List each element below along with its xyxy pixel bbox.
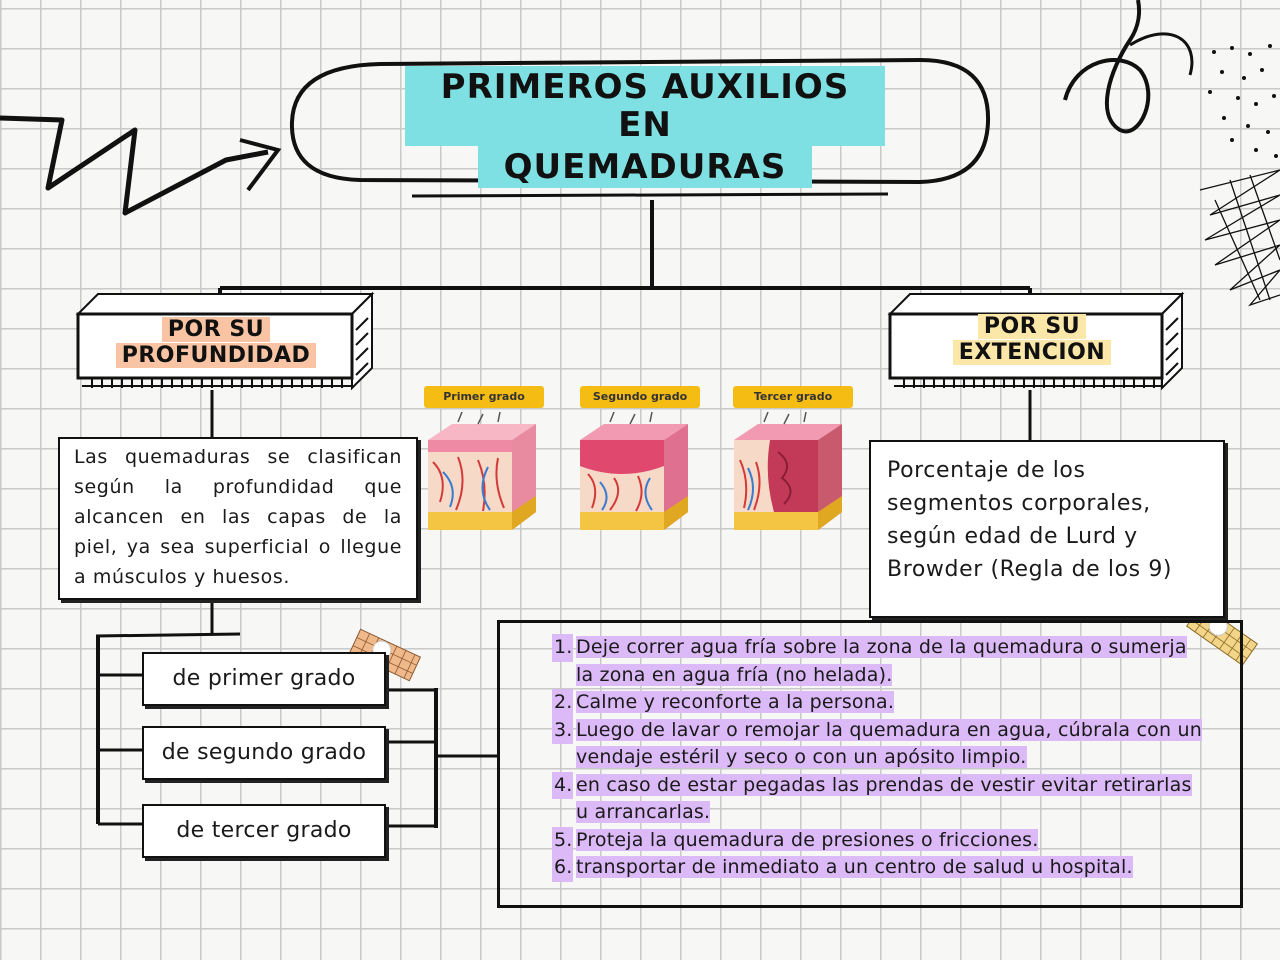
extent-description: Porcentaje de los segmentos corporales, … [869,440,1225,618]
first-aid-steps-list: 1.Deje correr agua fría sobre la zona de… [552,634,1208,882]
step-item: 1.Deje correr agua fría sobre la zona de… [552,634,1208,689]
page-title: PRIMEROS AUXILIOS EN QUEMADURAS [405,66,885,188]
extent-header: POR SU EXTENCION [892,314,1172,366]
step-item: 6.transportar de inmediato a un centro d… [552,854,1208,882]
step-number: 2. [552,689,573,717]
step-number: 5. [552,826,573,854]
grade-first: de primer grado [142,652,386,706]
title-underline [411,192,889,198]
step-item: 5.Proteja la quemadura de presiones o fr… [552,826,1208,854]
step-text: en caso de estar pegadas las prendas de … [576,773,1192,823]
step-item: 4.en caso de estar pegadas las prendas d… [552,771,1208,827]
third-degree-skin-image [734,412,842,530]
depth-description: Las quemaduras se clasifican según la pr… [58,437,418,600]
step-text: Proteja la quemadura de presiones o fric… [576,828,1039,851]
step-number: 4. [552,771,573,799]
skin-label-first: Primer grado [424,386,544,408]
title-line-2: QUEMADURAS [477,146,813,188]
step-text: Deje correr agua fría sobre la zona de l… [576,636,1187,686]
zigzag-arrow [0,115,269,216]
first-degree-skin-image [428,412,536,530]
arrow-head [239,138,282,192]
extent-header-line-1: POR SU [977,314,1087,339]
step-text: Luego de lavar o remojar la quemadura en… [576,718,1202,768]
skin-label-third: Tercer grado [733,386,853,408]
dots-doodle [1208,44,1278,158]
step-item: 2.Calme y reconforte a la persona. [552,689,1208,717]
depth-header-line-2: PROFUNDIDAD [115,343,317,368]
first-aid-steps-frame [497,620,1243,908]
extent-header-line-2: EXTENCION [952,340,1112,365]
depth-header-line-1: POR SU [161,317,271,342]
second-degree-skin-image [580,412,688,530]
skin-label-second: Segundo grado [580,386,700,408]
depth-header: POR SU PROFUNDIDAD [80,317,352,369]
step-item: 3.Luego de lavar o remojar la quemadura … [552,716,1208,772]
grade-second: de segundo grado [142,726,386,780]
step-number: 1. [552,634,573,662]
scribble-doodle [1199,169,1280,307]
title-line-1: PRIMEROS AUXILIOS EN [405,66,885,146]
step-text: Calme y reconforte a la persona. [576,691,895,713]
step-text: transportar de inmediato a un centro de … [576,856,1133,878]
step-number: 6. [552,854,573,882]
step-number: 3. [552,716,573,744]
grade-third: de tercer grado [142,804,386,858]
curl-doodle [1063,0,1151,134]
